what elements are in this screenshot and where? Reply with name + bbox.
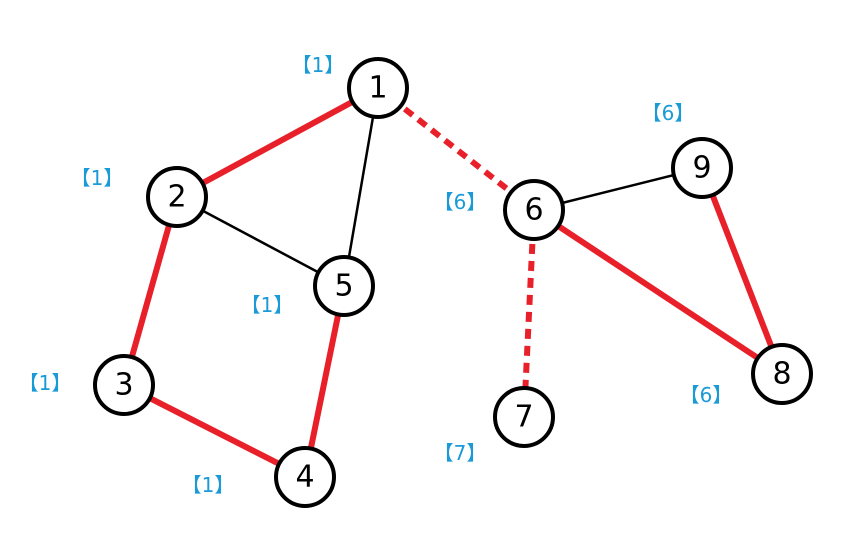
node-4: 4 (274, 446, 336, 508)
edge-6-7 (521, 209, 537, 418)
node-6: 6 (503, 179, 565, 241)
edge-2-3 (121, 196, 180, 386)
node-circle (274, 446, 336, 508)
node-5-label: 【1】 (241, 293, 294, 317)
edge-3-4 (122, 382, 307, 480)
node-id: 5 (334, 269, 353, 304)
edges (121, 85, 785, 480)
node-circle (313, 255, 375, 317)
node-1: 1 (347, 57, 409, 119)
node-circle (146, 166, 208, 228)
edge-1-2 (175, 85, 380, 200)
node-circle (671, 137, 733, 199)
node-id: 1 (368, 71, 387, 106)
nodes: 1 2 3 4 5 6 7 8 9 (93, 57, 813, 508)
node-3-label: 【1】 (19, 371, 72, 395)
node-id: 4 (295, 460, 314, 495)
node-circle (347, 57, 409, 119)
node-id: 6 (524, 193, 543, 228)
node-circle (93, 354, 155, 416)
edge-6-8 (532, 207, 784, 377)
node-6-label: 【6】 (434, 190, 487, 214)
node-2-label: 【1】 (71, 166, 124, 190)
node-4-label: 【1】 (182, 473, 235, 497)
node-8: 8 (751, 343, 813, 405)
node-1-label: 【1】 (292, 53, 345, 77)
node-id: 2 (167, 180, 186, 215)
node-7-label: 【7】 (434, 441, 487, 465)
node-3: 3 (93, 354, 155, 416)
node-id: 3 (114, 368, 133, 403)
node-2: 2 (146, 166, 208, 228)
node-labels: 【1】【1】【1】【1】【1】【6】【7】【6】【6】 (19, 53, 733, 497)
node-id: 9 (692, 151, 711, 186)
edge-4-5 (302, 285, 347, 478)
node-5: 5 (313, 255, 375, 317)
edge-2-5 (176, 195, 345, 288)
node-8-label: 【6】 (680, 383, 733, 407)
node-circle (751, 343, 813, 405)
edge-9-8 (699, 166, 785, 376)
node-id: 7 (514, 400, 533, 435)
node-id: 8 (772, 357, 791, 392)
edge-1-5 (342, 87, 380, 287)
node-9: 9 (671, 137, 733, 199)
node-circle (493, 386, 555, 448)
node-circle (503, 179, 565, 241)
node-9-label: 【6】 (642, 101, 695, 125)
node-7: 7 (493, 386, 555, 448)
